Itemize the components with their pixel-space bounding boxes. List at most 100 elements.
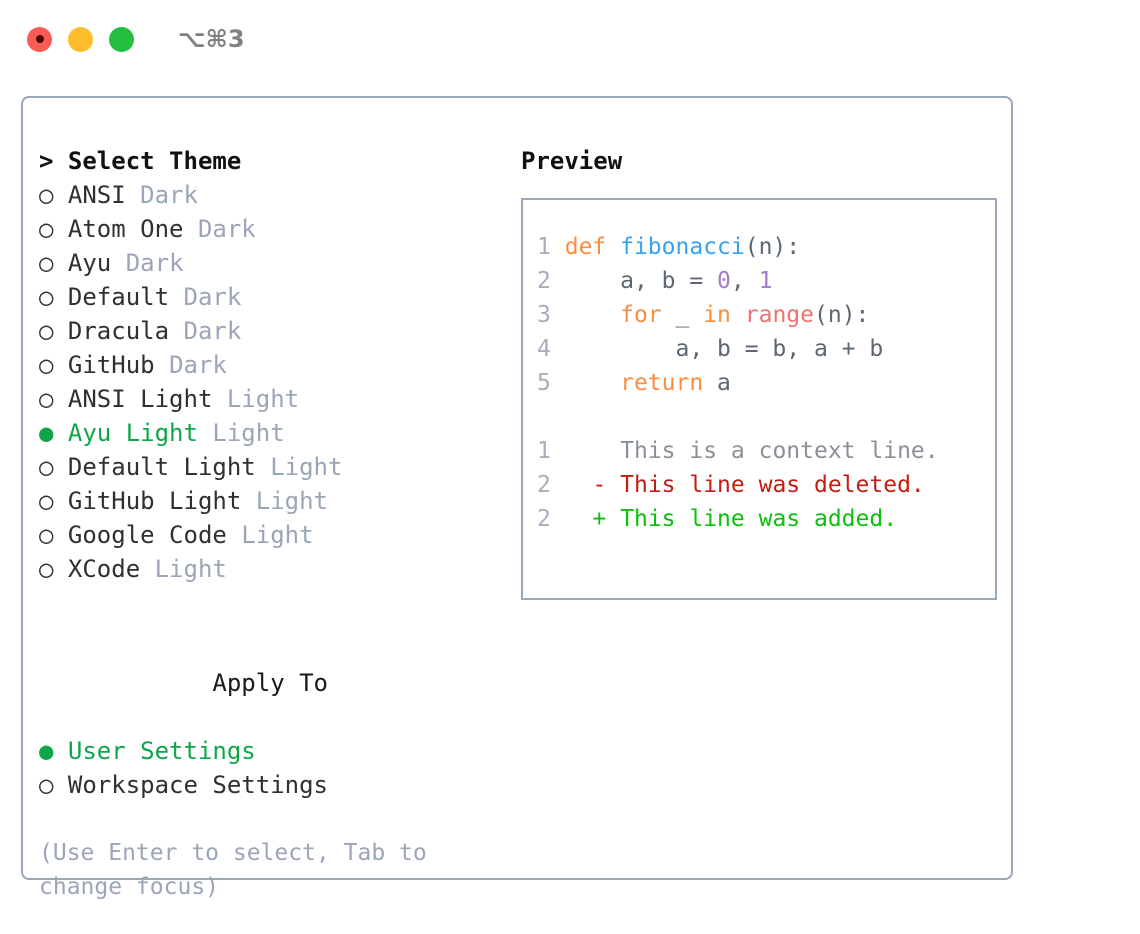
code-token: def — [564, 234, 621, 260]
window-controls — [27, 26, 134, 52]
spacing — [53, 215, 67, 243]
code-diff-gap — [537, 400, 995, 434]
code-token — [565, 302, 620, 328]
spacing — [53, 283, 67, 311]
apply-to-item[interactable]: ● User Settings — [39, 734, 507, 768]
theme-variant-label: Light — [154, 555, 227, 583]
code-token: for — [620, 302, 662, 328]
line-number: 4 — [537, 336, 551, 362]
code-line: 1 def fibonacci(n): — [537, 230, 995, 264]
code-token — [731, 302, 745, 328]
theme-list-item[interactable]: ○ GitHub Dark — [39, 348, 507, 382]
theme-picker-dialog: > Select Theme ○ ANSI Dark○ Atom One Dar… — [21, 96, 1013, 900]
list-spacer — [39, 586, 507, 632]
apply-to-item[interactable]: ○ Workspace Settings — [39, 768, 507, 802]
spacing — [551, 472, 593, 498]
radio-unselected-icon: ○ — [39, 521, 54, 549]
spacing — [53, 521, 67, 549]
radio-unselected-icon: ○ — [39, 453, 54, 481]
line-number: 1 — [537, 234, 551, 260]
line-number: 2 — [537, 506, 551, 532]
theme-list-item[interactable]: ○ ANSI Dark — [39, 178, 507, 212]
code-token: a, b = b, a + b — [564, 336, 884, 362]
spacing — [169, 317, 183, 345]
spacing — [551, 506, 593, 532]
keyboard-hint-text: (Use Enter to select, Tab to change focu… — [39, 840, 427, 900]
theme-name: Dracula — [67, 317, 170, 345]
theme-list-item[interactable]: ○ Default Dark — [39, 280, 507, 314]
theme-name: GitHub — [67, 351, 155, 379]
maximize-button[interactable] — [109, 26, 134, 52]
spacing — [551, 302, 565, 328]
recording-dot-icon — [35, 35, 44, 43]
code-token: 1 — [758, 268, 773, 294]
theme-list-item[interactable]: ○ Dracula Dark — [39, 314, 507, 348]
theme-list-item[interactable]: ● Ayu Light Light — [39, 416, 507, 450]
theme-variant-label: Dark — [197, 215, 256, 243]
theme-list-item[interactable]: ○ XCode Light — [39, 552, 507, 586]
radio-selected-icon: ● — [39, 737, 54, 765]
theme-list-item[interactable]: ○ Atom One Dark — [39, 212, 507, 246]
spacing — [606, 506, 620, 532]
theme-list-item[interactable]: ○ Google Code Light — [39, 518, 507, 552]
spacing — [212, 385, 226, 413]
code-line: 5 return a — [537, 366, 995, 400]
diff-line: 2 + This line was added. — [537, 502, 995, 536]
radio-unselected-icon: ○ — [39, 385, 54, 413]
theme-variant-label: Dark — [169, 351, 227, 379]
diff-sample: 1 This is a context line.2 - This line w… — [537, 434, 995, 536]
spacing — [606, 438, 620, 464]
diff-marker: + — [592, 506, 607, 532]
theme-variant-label: Light — [255, 487, 328, 515]
keyboard-shortcut-label: ⌥⌘3 — [178, 25, 245, 53]
radio-selected-icon: ● — [39, 419, 54, 447]
line-number: 2 — [537, 472, 551, 498]
preview-title: Preview — [521, 147, 623, 175]
selection-column: > Select Theme ○ ANSI Dark○ Atom One Dar… — [39, 144, 507, 900]
line-number: 1 — [537, 438, 551, 464]
theme-name: ANSI — [67, 181, 126, 209]
theme-list-item[interactable]: ○ Default Light Light — [39, 450, 507, 484]
radio-unselected-icon: ○ — [39, 181, 54, 209]
spacing — [53, 419, 67, 447]
spacing — [53, 317, 67, 345]
code-token: return — [620, 370, 704, 396]
spacing — [169, 283, 183, 311]
radio-unselected-icon: ○ — [39, 317, 54, 345]
theme-list-item[interactable]: ○ Ayu Dark — [39, 246, 507, 280]
theme-list: ○ ANSI Dark○ Atom One Dark○ Ayu Dark○ De… — [39, 178, 507, 586]
apply-to-name: Workspace Settings — [67, 771, 328, 799]
radio-unselected-icon: ○ — [39, 555, 54, 583]
code-token: a — [703, 370, 731, 396]
code-token: 0 — [717, 268, 731, 294]
minimize-button[interactable] — [68, 26, 93, 52]
theme-name: ANSI Light — [67, 385, 213, 413]
radio-unselected-icon: ○ — [39, 771, 54, 799]
theme-name: Default Light — [67, 453, 256, 481]
theme-variant-label: Light — [212, 419, 285, 447]
apply-to-name: User Settings — [67, 737, 256, 765]
diff-text: This is a context line. — [620, 438, 939, 464]
theme-name: GitHub Light — [67, 487, 242, 515]
code-token: _ — [661, 302, 704, 328]
spacing — [53, 771, 67, 799]
diff-text: This line was deleted. — [620, 472, 925, 498]
spacing — [551, 336, 565, 362]
theme-list-item[interactable]: ○ ANSI Light Light — [39, 382, 507, 416]
spacing — [198, 419, 212, 447]
select-theme-header: > Select Theme — [39, 147, 242, 175]
theme-list-item[interactable]: ○ GitHub Light Light — [39, 484, 507, 518]
dialog-columns: > Select Theme ○ ANSI Dark○ Atom One Dar… — [23, 98, 1011, 900]
line-number: 3 — [537, 302, 551, 328]
code-token: range — [744, 302, 815, 328]
line-number: 2 — [537, 268, 551, 294]
theme-variant-label: Light — [270, 453, 343, 481]
apply-to-list: ● User Settings○ Workspace Settings — [39, 734, 507, 802]
close-button[interactable] — [27, 26, 52, 52]
spacing — [606, 472, 620, 498]
title-bar: ⌥⌘3 — [0, 0, 1140, 78]
code-line: 3 for _ in range(n): — [537, 298, 995, 332]
code-token: , — [730, 268, 759, 294]
spacing — [111, 249, 125, 277]
